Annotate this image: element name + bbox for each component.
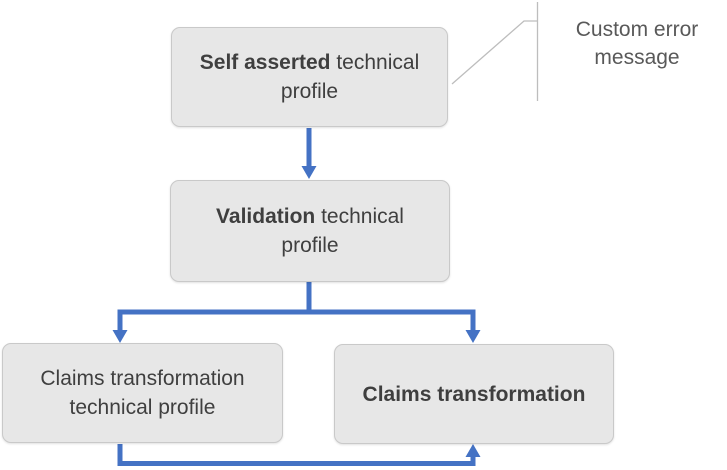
node-label: Self asserted technical profile (192, 48, 427, 106)
node-label: Claims transformation technical profile (23, 364, 262, 422)
node-self-asserted-technical-profile: Self asserted technical profile (171, 27, 448, 127)
node-label: Claims transformation (363, 380, 586, 409)
node-label-bold: Claims transformation (362, 382, 586, 406)
node-label-bold: Self asserted (199, 51, 331, 74)
arrowhead-down-claims-transformation (465, 330, 481, 343)
arrowhead-up-claims-transformation (465, 444, 481, 457)
node-validation-technical-profile: Validation technical profile (170, 180, 450, 282)
node-claims-transformation-technical-profile: Claims transformation technical profile (2, 343, 283, 443)
arrowhead-down-validation (301, 166, 317, 179)
node-label-rest: technical profile (281, 205, 404, 257)
callout-line (451, 20, 537, 85)
node-label: Validation technical profile (191, 202, 429, 260)
arrowhead-down-claims-tp (112, 330, 128, 343)
node-label-bold: Validation (216, 205, 316, 228)
node-claims-transformation: Claims transformation (334, 344, 614, 444)
node-label-rest: technical profile (280, 51, 420, 103)
custom-error-message-note: Custom error message (575, 18, 699, 69)
node-label-rest: Claims transformation technical profile (40, 367, 245, 419)
